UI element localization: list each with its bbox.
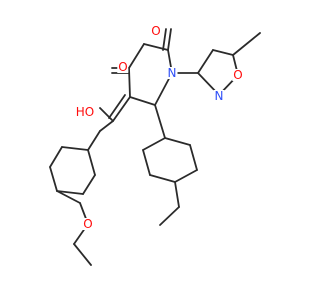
bond bbox=[174, 181, 180, 208]
ether-oxygen-label: O bbox=[82, 217, 94, 231]
bond bbox=[159, 206, 180, 226]
bond bbox=[56, 190, 84, 195]
bond bbox=[154, 104, 166, 139]
bond bbox=[232, 32, 261, 56]
bond bbox=[49, 146, 63, 168]
ketone-oxygen-label: O bbox=[117, 60, 129, 74]
ring-nitrogen-label: N bbox=[166, 66, 178, 80]
bond bbox=[108, 94, 126, 119]
bond bbox=[149, 174, 176, 183]
bond bbox=[61, 146, 89, 151]
bond bbox=[99, 120, 114, 132]
bond bbox=[112, 96, 131, 122]
bond bbox=[87, 149, 96, 176]
bond bbox=[197, 49, 214, 74]
isoxazole-nitrogen-label: N bbox=[213, 89, 225, 103]
bond bbox=[56, 190, 81, 204]
hydroxyl-label: HO bbox=[74, 105, 96, 119]
bond bbox=[128, 43, 145, 69]
bond bbox=[142, 137, 166, 151]
bond bbox=[189, 144, 198, 171]
lactam-oxygen-label: O bbox=[150, 24, 162, 38]
bond bbox=[164, 137, 191, 146]
bond bbox=[162, 28, 167, 51]
bond bbox=[212, 49, 234, 56]
bond bbox=[142, 149, 151, 176]
bond bbox=[167, 28, 172, 51]
bond bbox=[87, 130, 101, 151]
bond bbox=[174, 169, 198, 183]
molecule-bonds bbox=[49, 28, 261, 266]
bond bbox=[49, 166, 58, 192]
bond bbox=[99, 107, 114, 122]
bond bbox=[73, 243, 92, 266]
bond bbox=[129, 96, 156, 106]
bond bbox=[82, 174, 96, 195]
isoxazole-oxygen-label: O bbox=[232, 68, 244, 82]
